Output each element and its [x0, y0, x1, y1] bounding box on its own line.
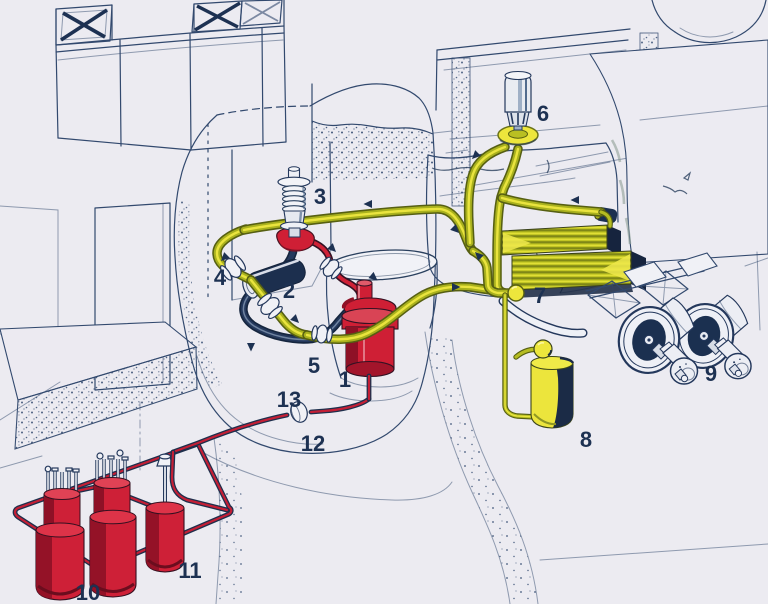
rod-topped-tank — [89, 449, 137, 598]
label-11: 11 — [178, 558, 201, 583]
blowdown-tank-8 — [530, 339, 575, 429]
waste-tank-11 — [145, 453, 185, 573]
label-10: 10 — [76, 580, 100, 604]
pressurizer — [277, 166, 311, 238]
pipe-fitting — [319, 256, 343, 280]
turbine-pedestal — [585, 252, 718, 319]
label-3: 3 — [314, 184, 326, 209]
turbine-building-structures — [435, 0, 768, 331]
label-4: 4 — [214, 265, 227, 290]
control-tower-building — [0, 0, 332, 391]
label-6: 6 — [537, 101, 549, 126]
waste-tank-group-10 — [35, 449, 137, 601]
label-5: 5 — [308, 353, 320, 378]
steam-coil — [501, 207, 646, 298]
secondary-steam-piping — [217, 147, 610, 417]
rod-topped-tank — [35, 465, 85, 601]
x-brace-window-icon — [194, 1, 241, 32]
label-9: 9 — [705, 361, 717, 386]
foundation-arc — [498, 296, 588, 338]
label-12: 12 — [301, 431, 325, 456]
valve-4 — [219, 255, 247, 281]
crumbled-edge — [610, 139, 632, 245]
pipe-fitting — [311, 324, 333, 344]
label-1: 1 — [339, 367, 351, 392]
pump-fitting — [257, 292, 283, 320]
shield-slab — [311, 79, 471, 183]
containment-shell — [173, 83, 437, 454]
label-13: 13 — [277, 387, 301, 412]
label-8: 8 — [580, 427, 592, 452]
pressurizer-valve-body — [276, 227, 315, 252]
drain-line-to-tanks — [172, 399, 369, 510]
label-7: 7 — [534, 283, 546, 308]
relief-valve-6 — [497, 70, 539, 146]
label-2: 2 — [283, 278, 295, 303]
valve-13 — [290, 401, 308, 423]
x-brace-window-icon — [60, 8, 108, 42]
component-number-labels: 1 2 3 4 5 6 7 8 9 10 11 12 13 — [76, 101, 717, 604]
concrete-beam-and-trench — [0, 321, 768, 561]
earth-cut-bands — [213, 331, 539, 604]
